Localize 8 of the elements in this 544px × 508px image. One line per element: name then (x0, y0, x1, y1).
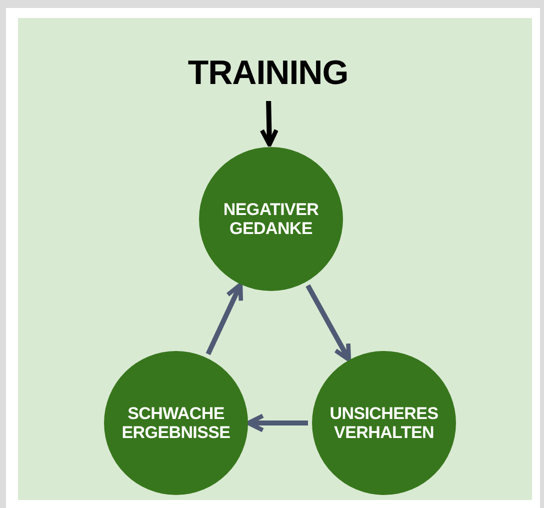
arrow (260, 100, 279, 147)
circle-label: NEGATIVER GEDANKE (222, 200, 320, 238)
arrow (306, 284, 352, 362)
arrow (246, 414, 308, 432)
heading-text: TRAINING (188, 54, 348, 93)
circle-label: SCHWACHE ERGEBNISSE (120, 404, 232, 442)
circle-label: UNSICHERES VERHALTEN (328, 404, 440, 442)
arrow (206, 282, 244, 356)
